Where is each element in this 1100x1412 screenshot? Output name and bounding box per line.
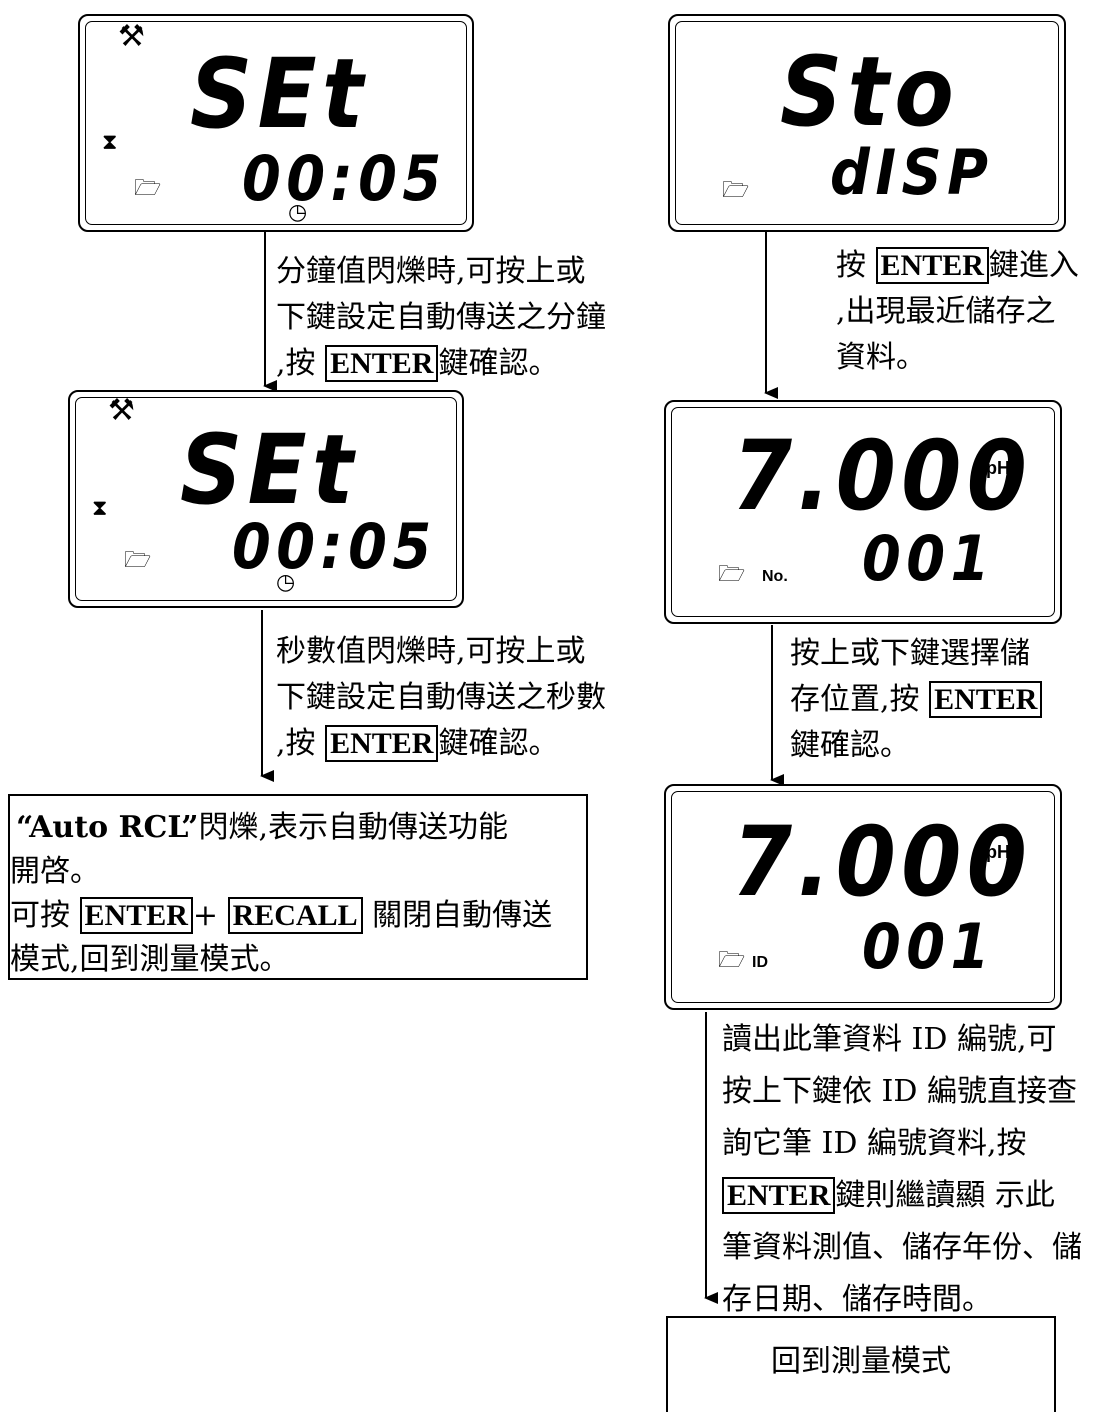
- text-suffix: 鍵則繼讀顯 示此: [835, 1178, 1055, 1213]
- text-line: 讀出此筆資料 ID 編號,可: [722, 1022, 1057, 1057]
- text-line: 詢它筆 ID 編號資料,按: [722, 1126, 1027, 1161]
- text-line: 存位置,按 ENTER: [790, 678, 1043, 722]
- enter-key-label: ENTER: [325, 725, 439, 762]
- quote-close: ”: [181, 810, 199, 845]
- text-line: 鍵確認。: [790, 728, 910, 763]
- text-prefix: ,按: [276, 346, 316, 381]
- folder-open-icon: 🗁: [718, 948, 746, 973]
- wrench-icon: ⚒: [118, 19, 145, 54]
- return-measure-text: 回到測量模式: [771, 1344, 951, 1379]
- text-line: 開啓。: [10, 854, 100, 889]
- lcd-set-seconds: ⚒ SEt ⧗ 00:05 🗁 ◷: [68, 390, 464, 608]
- text-line: 筆資料測值、儲存年份、儲: [722, 1230, 1082, 1265]
- text-line: 模式,回到測量模式。: [10, 942, 290, 977]
- enter-key-label: ENTER: [79, 897, 193, 934]
- clock-icon: ◷: [276, 570, 296, 595]
- wrench-icon: ⚒: [108, 393, 135, 428]
- enter-key-label: ENTER: [875, 247, 989, 284]
- lcd-main-text: Sto: [780, 36, 960, 148]
- text-prefix: 可按: [10, 898, 70, 933]
- text-line: 下鍵設定自動傳送之分鐘: [276, 300, 606, 335]
- number-label: No.: [762, 568, 788, 585]
- lcd-recall-id: 7.000 pH 🗁 ID 001: [664, 784, 1062, 1010]
- text-line: 存日期、儲存時間。: [722, 1282, 992, 1317]
- quote-open: “: [16, 810, 30, 845]
- text-suffix: 鍵確認。: [438, 726, 559, 761]
- hourglass-icon: ⧗: [102, 130, 118, 155]
- lcd-sub-text: 00:05: [232, 510, 437, 583]
- text-suffix: 鍵確認。: [438, 346, 559, 381]
- folder-open-icon: 🗁: [134, 176, 162, 201]
- clock-icon: ◷: [288, 200, 308, 225]
- lcd-store-display: Sto dISP 🗁: [668, 14, 1066, 232]
- auto-rcl-title: Auto RCL: [29, 810, 182, 845]
- text-rest: 閃爍,表示自動傳送功能: [198, 810, 509, 845]
- lcd-main-text: SEt: [180, 414, 359, 526]
- text-prefix: 按: [836, 248, 866, 283]
- lcd-sub-text: 001: [862, 522, 995, 595]
- folder-open-icon: 🗁: [722, 178, 750, 203]
- return-measure-box: 回到測量模式: [666, 1316, 1056, 1412]
- lcd-sub-text: 00:05: [242, 142, 447, 215]
- folder-open-icon: 🗁: [718, 562, 746, 587]
- auto-rcl-box: “Auto RCL”閃爍,表示自動傳送功能 開啓。 可按 ENTER+ RECA…: [8, 794, 588, 980]
- lcd-sub-text: 001: [862, 910, 995, 983]
- recall-key-label: RECALL: [227, 897, 363, 934]
- text-line: 下鍵設定自動傳送之秒數: [276, 680, 606, 715]
- plus-sign: +: [192, 898, 219, 933]
- text-line: ,出現最近儲存之: [836, 294, 1056, 329]
- text-line: 資料。: [836, 340, 926, 375]
- text-prefix: 存位置,按: [790, 682, 920, 717]
- enter-key-label: ENTER: [325, 345, 439, 382]
- text-suffix: 關閉自動傳送: [372, 898, 553, 933]
- lcd-sub-text: dISP: [830, 136, 994, 209]
- lcd-main-text: SEt: [190, 38, 369, 150]
- text-suffix: 鍵進入: [988, 248, 1079, 283]
- id-label: ID: [752, 954, 768, 971]
- lcd-recall-number: 7.000 pH 🗁 No. 001: [664, 400, 1062, 624]
- text-line: 可按 ENTER+ RECALL 關閉自動傳送: [10, 894, 552, 938]
- text-line: “Auto RCL”閃爍,表示自動傳送功能: [16, 806, 508, 850]
- folder-open-icon: 🗁: [124, 548, 152, 573]
- lcd-main-text: 7.000: [732, 420, 1033, 532]
- ph-unit-label: pH: [986, 842, 1010, 862]
- hourglass-icon: ⧗: [92, 496, 108, 521]
- lcd-main-text: 7.000: [732, 806, 1033, 918]
- enter-key-label: ENTER: [929, 681, 1043, 718]
- ph-unit-label: pH: [986, 458, 1010, 478]
- text-line: 分鐘值閃爍時,可按上或: [276, 254, 586, 289]
- text-prefix: ,按: [276, 726, 316, 761]
- enter-key-label: ENTER: [722, 1177, 836, 1214]
- text-line: 秒數值閃爍時,可按上或: [276, 634, 586, 669]
- lcd-set-minutes: ⚒ SEt ⧗ 00:05 🗁 ◷: [78, 14, 474, 232]
- text-line: 按上或下鍵選擇儲: [790, 636, 1030, 671]
- text-line: 按上下鍵依 ID 編號直接查: [722, 1074, 1077, 1109]
